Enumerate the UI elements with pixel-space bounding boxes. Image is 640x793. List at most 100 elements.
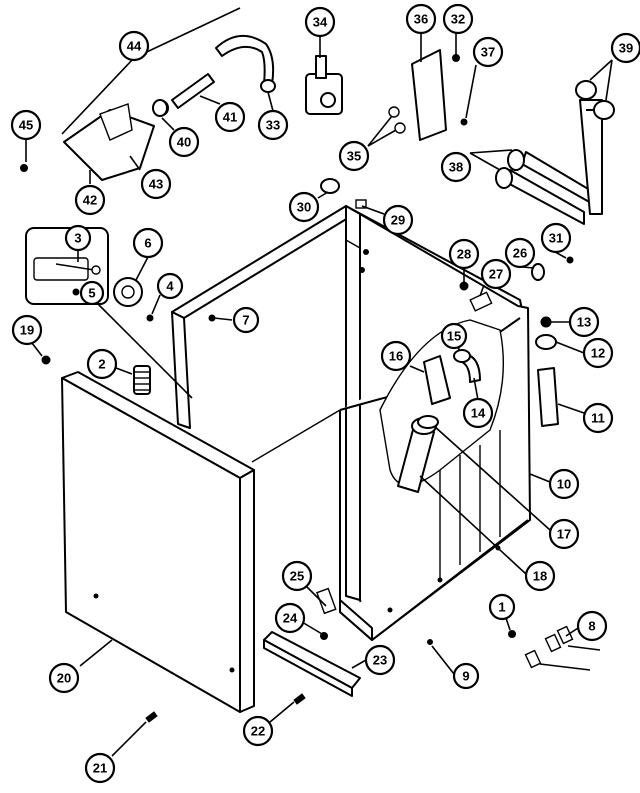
callout-37: 37: [472, 36, 504, 68]
callout-23: 23: [364, 644, 396, 676]
callout-30-label: 30: [297, 200, 311, 215]
callout-13: 13: [568, 306, 600, 338]
callout-15: 15: [440, 322, 468, 350]
callout-35: 35: [338, 140, 370, 172]
callout-26: 26: [504, 237, 536, 269]
callout-33-label: 33: [266, 118, 280, 133]
callout-4: 4: [156, 272, 184, 300]
callout-31-label: 31: [549, 231, 563, 246]
leader-lines: [25, 7, 613, 757]
callout-11-label: 11: [591, 411, 605, 426]
callout-26-label: 26: [513, 246, 527, 261]
callout-45-label: 45: [19, 118, 33, 133]
callout-4-label: 4: [166, 279, 174, 294]
callout-38-label: 38: [449, 160, 463, 175]
callout-27-label: 27: [489, 267, 503, 282]
callout-12-label: 12: [591, 346, 605, 361]
callout-18: 18: [524, 560, 556, 592]
callout-1: 1: [488, 593, 516, 621]
terminal-clips: [524, 625, 601, 671]
callout-8-label: 8: [588, 619, 595, 634]
callout-5-label: 5: [88, 286, 95, 301]
callout-38: 38: [440, 151, 472, 183]
callout-6: 6: [132, 227, 164, 259]
callout-8: 8: [576, 610, 608, 642]
callout-45: 45: [10, 109, 42, 141]
callout-16: 16: [380, 340, 412, 372]
callout-18-label: 18: [533, 569, 547, 584]
top-parts: [63, 35, 615, 225]
callout-9: 9: [452, 662, 480, 690]
callout-27: 27: [480, 258, 512, 290]
callout-10: 10: [548, 468, 580, 500]
callout-31: 31: [540, 222, 572, 254]
callout-22: 22: [242, 715, 274, 747]
callout-40-label: 40: [177, 135, 191, 150]
callout-14: 14: [462, 397, 494, 429]
callout-21: 21: [84, 752, 116, 784]
callout-41: 41: [214, 101, 246, 133]
callout-2-label: 2: [98, 357, 105, 372]
callout-25-label: 25: [290, 569, 304, 584]
callout-7-label: 7: [242, 313, 249, 328]
callout-16-label: 16: [389, 349, 403, 364]
callout-6-label: 6: [144, 236, 151, 251]
callout-43: 43: [140, 168, 172, 200]
callouts: 44 34 36 32 39 37 45 40 41 33 35 38 42 4…: [10, 3, 640, 784]
callout-28-top: 28: [448, 238, 480, 270]
callout-42: 42: [74, 184, 106, 216]
callout-20: 20: [48, 662, 80, 694]
callout-10-label: 10: [557, 477, 571, 492]
callout-7: 7: [232, 306, 260, 334]
spring: [133, 365, 151, 395]
timer-part: [113, 277, 143, 307]
callout-32: 32: [442, 3, 474, 35]
callout-21-label: 21: [93, 761, 107, 776]
callout-1-label: 1: [498, 600, 505, 615]
callout-33: 33: [257, 109, 289, 141]
callout-24: 24: [274, 602, 306, 634]
callout-3: 3: [64, 224, 92, 252]
callout-43-label: 43: [149, 177, 163, 192]
callout-24-label: 24: [283, 611, 298, 626]
callout-17-label: 17: [557, 527, 571, 542]
callout-39-label: 39: [619, 41, 633, 56]
callout-20-label: 20: [57, 671, 71, 686]
internal-hoses: [133, 263, 559, 493]
callout-19: 19: [11, 314, 43, 346]
callout-30: 30: [288, 191, 320, 223]
callout-13-label: 13: [577, 315, 591, 330]
callout-22-label: 22: [251, 724, 265, 739]
callout-3-label: 3: [74, 231, 81, 246]
callout-2: 2: [86, 348, 118, 380]
callout-25: 25: [281, 560, 313, 592]
callout-28-top-label: 28: [457, 247, 471, 262]
callout-17: 17: [548, 518, 580, 550]
callout-44-label: 44: [127, 39, 142, 54]
callout-23-label: 23: [373, 653, 387, 668]
callout-40: 40: [168, 126, 200, 158]
callout-29: 29: [382, 204, 414, 236]
callout-9-label: 9: [462, 669, 469, 684]
callout-29-label: 29: [391, 213, 405, 228]
callout-34-label: 34: [313, 15, 328, 30]
callout-37-label: 37: [481, 45, 495, 60]
callout-19-label: 19: [20, 323, 34, 338]
base-rail: [263, 631, 361, 697]
callout-35-label: 35: [347, 149, 361, 164]
callout-32-label: 32: [451, 12, 465, 27]
callout-34: 34: [304, 6, 336, 38]
callout-39: 39: [610, 32, 640, 64]
callout-44: 44: [118, 30, 150, 62]
fasteners: [20, 54, 574, 723]
front-panel: [61, 371, 255, 713]
callout-42-label: 42: [83, 193, 97, 208]
callout-36: 36: [405, 3, 437, 35]
callout-14-label: 14: [471, 406, 486, 421]
callout-12: 12: [582, 337, 614, 369]
callout-41-label: 41: [223, 110, 237, 125]
callout-36-label: 36: [414, 12, 428, 27]
callout-15-label: 15: [447, 329, 461, 344]
callout-11: 11: [582, 402, 614, 434]
